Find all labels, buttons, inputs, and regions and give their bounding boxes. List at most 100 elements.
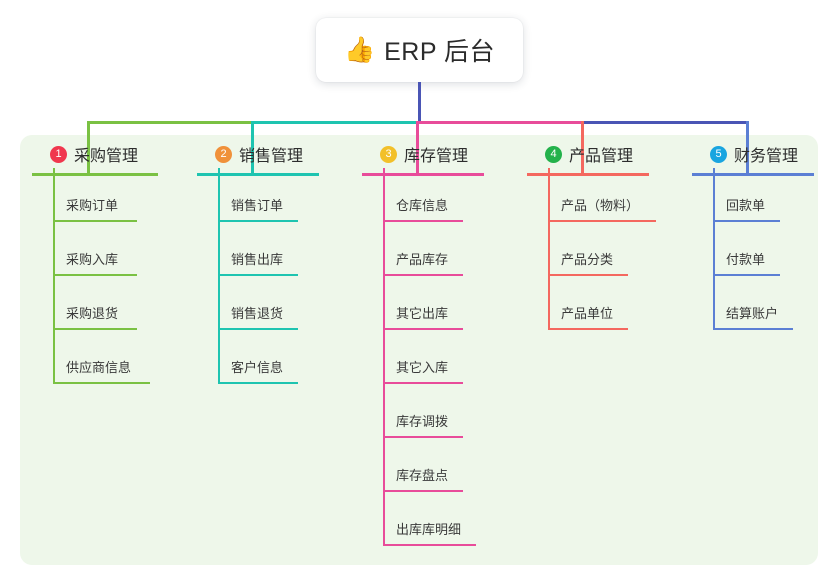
leaf-rule — [383, 220, 463, 222]
branch-spine — [548, 168, 550, 330]
branch-items-1: 采购订单采购入库采购退货供应商信息 — [32, 168, 150, 384]
leaf-label: 回款单 — [726, 198, 766, 213]
branch-header-2[interactable]: 2 销售管理 — [197, 143, 303, 165]
leaf-node[interactable]: 产品库存 — [362, 222, 468, 276]
branch-index-badge: 1 — [50, 145, 67, 163]
branch-spine — [218, 168, 220, 384]
branch-column-3: 3 库存管理仓库信息产品库存其它出库其它入库库存调拨库存盘点出库库明细 — [362, 143, 484, 546]
leaf-node[interactable]: 产品（物料） — [527, 168, 656, 222]
leaf-rule — [713, 220, 780, 222]
branch-items-2: 销售订单销售出库销售退货客户信息 — [197, 168, 303, 384]
leaf-node[interactable]: 供应商信息 — [32, 330, 150, 384]
leaf-node[interactable]: 其它入库 — [362, 330, 468, 384]
leaf-node[interactable]: 其它出库 — [362, 276, 468, 330]
leaf-label: 销售订单 — [231, 198, 284, 213]
branch-title: 库存管理 — [404, 148, 469, 165]
branch-items-5: 回款单付款单结算账户 — [692, 168, 798, 330]
leaf-rule — [548, 220, 656, 222]
branch-header-rule — [362, 173, 484, 176]
branch-drop-3 — [416, 121, 419, 176]
leaf-label: 其它出库 — [396, 306, 449, 321]
thumbs-up-icon: 👍 — [343, 35, 376, 64]
leaf-label: 采购订单 — [66, 198, 119, 213]
leaf-label: 采购入库 — [66, 252, 119, 267]
leaf-node[interactable]: 销售订单 — [197, 168, 303, 222]
leaf-label: 出库库明细 — [396, 522, 462, 537]
root-stem — [418, 82, 421, 124]
branch-title: 财务管理 — [734, 148, 799, 165]
leaf-label: 产品库存 — [396, 252, 449, 267]
branch-items-3: 仓库信息产品库存其它出库其它入库库存调拨库存盘点出库库明细 — [362, 168, 476, 546]
branch-spine — [713, 168, 715, 330]
leaf-rule — [383, 490, 463, 492]
branch-column-2: 2 销售管理销售订单销售出库销售退货客户信息 — [197, 143, 319, 384]
branch-drop-1 — [87, 121, 90, 176]
branch-items-4: 产品（物料） 产品分类产品单位 — [527, 168, 656, 330]
leaf-rule — [53, 328, 137, 330]
bus-segment-1 — [87, 121, 253, 124]
branch-index-badge: 5 — [710, 145, 727, 163]
branch-header-3[interactable]: 3 库存管理 — [362, 143, 468, 165]
branch-index-badge: 2 — [215, 145, 232, 163]
branch-drop-2 — [251, 121, 254, 176]
leaf-rule — [548, 328, 628, 330]
leaf-rule — [218, 220, 298, 222]
leaf-label: 结算账户 — [726, 306, 779, 321]
leaf-rule — [383, 328, 463, 330]
branch-title: 产品管理 — [569, 148, 634, 165]
branch-spine — [53, 168, 55, 384]
leaf-label: 其它入库 — [396, 360, 449, 375]
leaf-node[interactable]: 采购入库 — [32, 222, 138, 276]
leaf-node[interactable]: 仓库信息 — [362, 168, 468, 222]
branch-index-badge: 3 — [380, 145, 397, 163]
leaf-node[interactable]: 客户信息 — [197, 330, 303, 384]
bus-segment-2 — [251, 121, 418, 124]
leaf-label: 产品（物料） — [561, 198, 640, 213]
branch-header-rule — [197, 173, 319, 176]
leaf-node[interactable]: 库存调拨 — [362, 384, 468, 438]
leaf-node[interactable]: 回款单 — [692, 168, 798, 222]
leaf-rule — [53, 382, 150, 384]
root-node[interactable]: 👍 ERP 后台 — [316, 18, 523, 82]
branch-header-rule — [32, 173, 158, 176]
leaf-rule — [713, 328, 793, 330]
root-title: ERP 后台 — [384, 38, 496, 66]
leaf-label: 供应商信息 — [66, 360, 132, 375]
branch-header-rule — [527, 173, 649, 176]
branch-spine — [383, 168, 385, 546]
leaf-node[interactable]: 产品分类 — [527, 222, 633, 276]
branch-title: 销售管理 — [239, 148, 304, 165]
leaf-node[interactable]: 出库库明细 — [362, 492, 476, 546]
leaf-label: 产品分类 — [561, 252, 614, 267]
branch-header-5[interactable]: 5 财务管理 — [692, 143, 798, 165]
leaf-rule — [218, 328, 298, 330]
bus-segment-3 — [416, 121, 583, 124]
leaf-node[interactable]: 采购退货 — [32, 276, 138, 330]
branch-drop-4 — [581, 121, 584, 176]
bus-segment-4 — [581, 121, 748, 124]
leaf-node[interactable]: 付款单 — [692, 222, 798, 276]
branch-header-rule — [692, 173, 814, 176]
leaf-label: 销售出库 — [231, 252, 284, 267]
leaf-node[interactable]: 产品单位 — [527, 276, 633, 330]
leaf-node[interactable]: 销售出库 — [197, 222, 303, 276]
leaf-rule — [548, 274, 628, 276]
leaf-rule — [713, 274, 780, 276]
leaf-label: 产品单位 — [561, 306, 614, 321]
leaf-node[interactable]: 销售退货 — [197, 276, 303, 330]
leaf-label: 付款单 — [726, 252, 766, 267]
leaf-rule — [383, 274, 463, 276]
leaf-node[interactable]: 采购订单 — [32, 168, 138, 222]
branch-drop-5 — [746, 121, 749, 176]
leaf-node[interactable]: 库存盘点 — [362, 438, 468, 492]
branches-panel — [20, 135, 818, 565]
leaf-node[interactable]: 结算账户 — [692, 276, 798, 330]
leaf-label: 库存盘点 — [396, 468, 449, 483]
leaf-rule — [383, 436, 463, 438]
leaf-label: 客户信息 — [231, 360, 284, 375]
leaf-rule — [383, 544, 476, 546]
